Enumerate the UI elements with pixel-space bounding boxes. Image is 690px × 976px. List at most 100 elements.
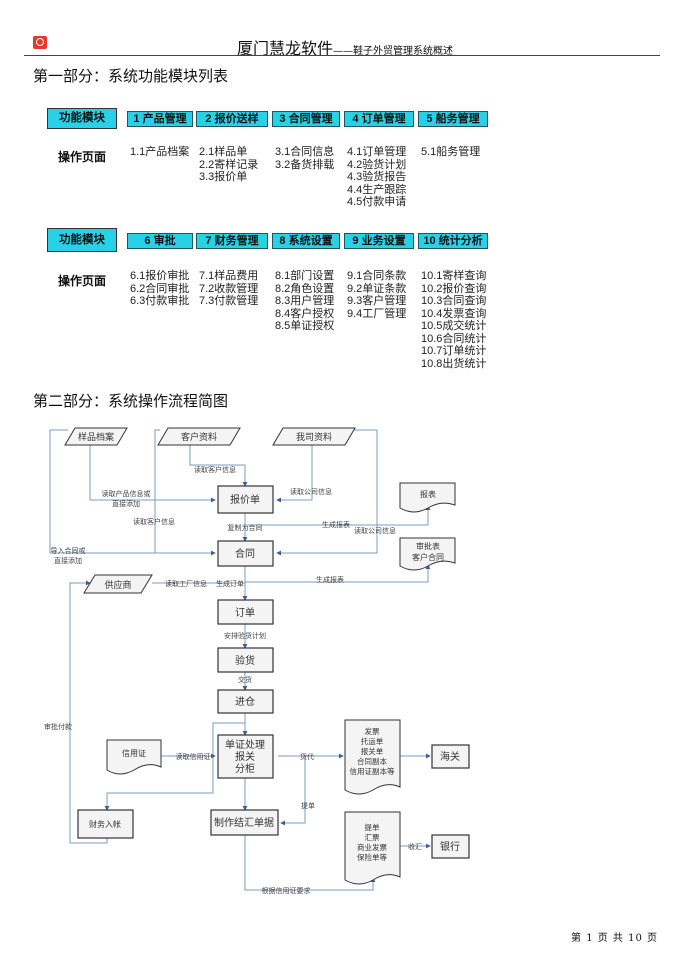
module-tab[interactable]: 2 报价送样 [196,111,268,127]
edge-label-approve-payment: 审批付款 [44,722,72,731]
module-tab[interactable]: 5 船务管理 [418,111,488,127]
edge-report [245,505,431,526]
node-customs [431,744,470,769]
module-header-label: 功能模块 [47,108,117,129]
operation-page-item[interactable]: 5.1船务管理 [421,146,481,158]
label-bankdoc-1: 提单 [365,822,380,832]
edge-label-delivery: 交货 [238,675,252,684]
operation-page-item[interactable]: 2.1样品单 [199,146,248,158]
operation-page-item[interactable]: 9.4工厂管理 [347,307,407,320]
operation-page-item[interactable]: 4.2验货计划 [347,158,407,171]
operation-page-item[interactable]: 7.1样品费用 [199,270,259,282]
operation-page-item[interactable]: 10.6合同统计 [421,332,487,345]
company-logo-icon [33,36,47,49]
label-customer-data: 客户资料 [181,431,217,443]
edge-label-read-lc: 读取信用证 [176,752,211,761]
label-shipdoc-2: 托运单 [361,736,384,746]
document-subtitle: 鞋子外贸管理系统概述 [353,46,453,57]
module-tab[interactable]: 4 订单管理 [344,111,414,127]
operation-page-item[interactable]: 4.3验货报告 [347,171,407,183]
edge-bill-lading [280,756,306,826]
label-customs: 海关 [440,750,460,763]
edge-finance [104,722,245,811]
label-finance-entry: 财务入帐 [89,819,121,829]
operation-page-item[interactable]: 10.8出货统计 [421,357,487,370]
edge-sample-quotation [89,445,155,501]
edge-label-read-product-2: 直接添加 [112,499,140,508]
operation-page-item[interactable]: 3.1合同信息 [275,146,335,158]
operation-page-item[interactable]: 6.1报价审批 [130,270,190,282]
operation-page-item[interactable]: 10.1寄样查询 [421,270,487,282]
label-bank: 银行 [440,840,460,853]
label-approval-1: 审批表 [416,541,440,551]
node-report [399,482,456,513]
operation-page-item[interactable]: 9.1合同条款 [347,270,407,282]
module-tab[interactable]: 8 系统设置 [272,233,340,249]
operation-page-item[interactable]: 4.5付款申请 [347,196,407,208]
edge-label-arrange-inspection: 安排验货计划 [224,631,266,640]
module-tab[interactable]: 6 审批 [127,233,193,249]
operation-page-item[interactable]: 8.4客户授权 [275,307,335,320]
operation-page-item[interactable]: 3.2备货排载 [275,158,335,171]
edge-company-contract [276,429,378,556]
module-tab[interactable]: 10 统计分析 [418,233,488,249]
edge-label-per-lc: 根据信用证要求 [262,886,311,895]
label-company-data: 我司资料 [296,431,332,443]
operation-page-item[interactable]: 10.5成交统计 [421,320,487,332]
label-bankdoc-3: 商业发票 [357,842,387,852]
label-doc-processing-2: 报关 [235,750,255,763]
label-shipdoc-4: 合同副本 [357,756,387,766]
label-bankdoc-2: 汇票 [365,833,380,842]
edge-label-read-customer-1: 读取客户信息 [194,465,236,474]
operation-page-list: 1.1产品档案 [130,146,189,159]
node-bank-docs [344,811,401,885]
operation-page-item[interactable]: 8.3用户管理 [275,295,335,307]
label-report: 报表 [420,489,436,499]
module-tab[interactable]: 9 业务设置 [344,233,414,249]
page-number: 第 1 页 共 10 页 [571,933,658,944]
operation-page-item[interactable]: 3.3报价单 [199,171,248,183]
operation-page-item[interactable]: 9.3客户管理 [347,295,407,307]
header-divider [24,55,660,56]
label-shipdoc-5: 信用证副本等 [350,766,395,776]
company-name: 厦门慧龙软件 [236,39,333,58]
edge-label-forwarder: 货代 [300,752,314,761]
operation-page-item[interactable]: 10.2报价查询 [421,282,487,295]
operation-page-item[interactable]: 6.3付款审批 [130,295,190,307]
operation-page-item[interactable]: 10.7订单统计 [421,345,487,357]
module-tab[interactable]: 1 产品管理 [127,111,193,127]
operation-page-item[interactable]: 6.2合同审批 [130,282,190,295]
operation-page-item[interactable]: 7.2收款管理 [199,282,259,295]
operation-page-item[interactable]: 10.3合同查询 [421,295,487,307]
operation-page-item[interactable]: 8.5单证授权 [275,320,335,332]
module-tab[interactable]: 3 合同管理 [272,111,340,127]
part2-title: 第二部分：系统操作流程简图 [33,392,229,410]
edge-label-gen-report-2: 生成报表 [316,575,344,584]
node-quotation [217,485,274,514]
node-bank [431,834,470,859]
operation-page-item[interactable]: 1.1产品档案 [130,146,190,158]
operation-page-item[interactable]: 4.4生产跟踪 [347,183,407,196]
operation-page-item[interactable]: 2.2寄样记录 [199,158,259,171]
edge-label-import-2: 直接添加 [54,556,82,565]
label-shipdoc-1: 发票 [365,726,380,736]
node-settlement [210,809,279,836]
operation-page-label: 操作页面 [58,274,107,288]
node-doc-processing [217,734,274,779]
operation-page-item[interactable]: 4.1订单管理 [347,146,407,158]
operation-page-item[interactable]: 9.2单证条款 [347,282,407,295]
operation-page-item[interactable]: 7.3付款管理 [199,295,259,307]
node-sample-file [64,427,128,446]
edge-finance-loop [70,838,108,844]
operation-page-item[interactable]: 8.1部门设置 [275,270,335,282]
node-supplier [83,574,153,594]
operation-page-item[interactable]: 8.2角色设置 [275,282,335,295]
operation-page-item[interactable]: 10.4发票查询 [421,307,487,320]
edge-label-import-1: 导入合同或 [51,546,86,555]
label-sample-file: 样品档案 [78,431,114,443]
module-tab[interactable]: 7 财务管理 [196,233,268,249]
operation-page-label: 操作页面 [58,150,107,164]
